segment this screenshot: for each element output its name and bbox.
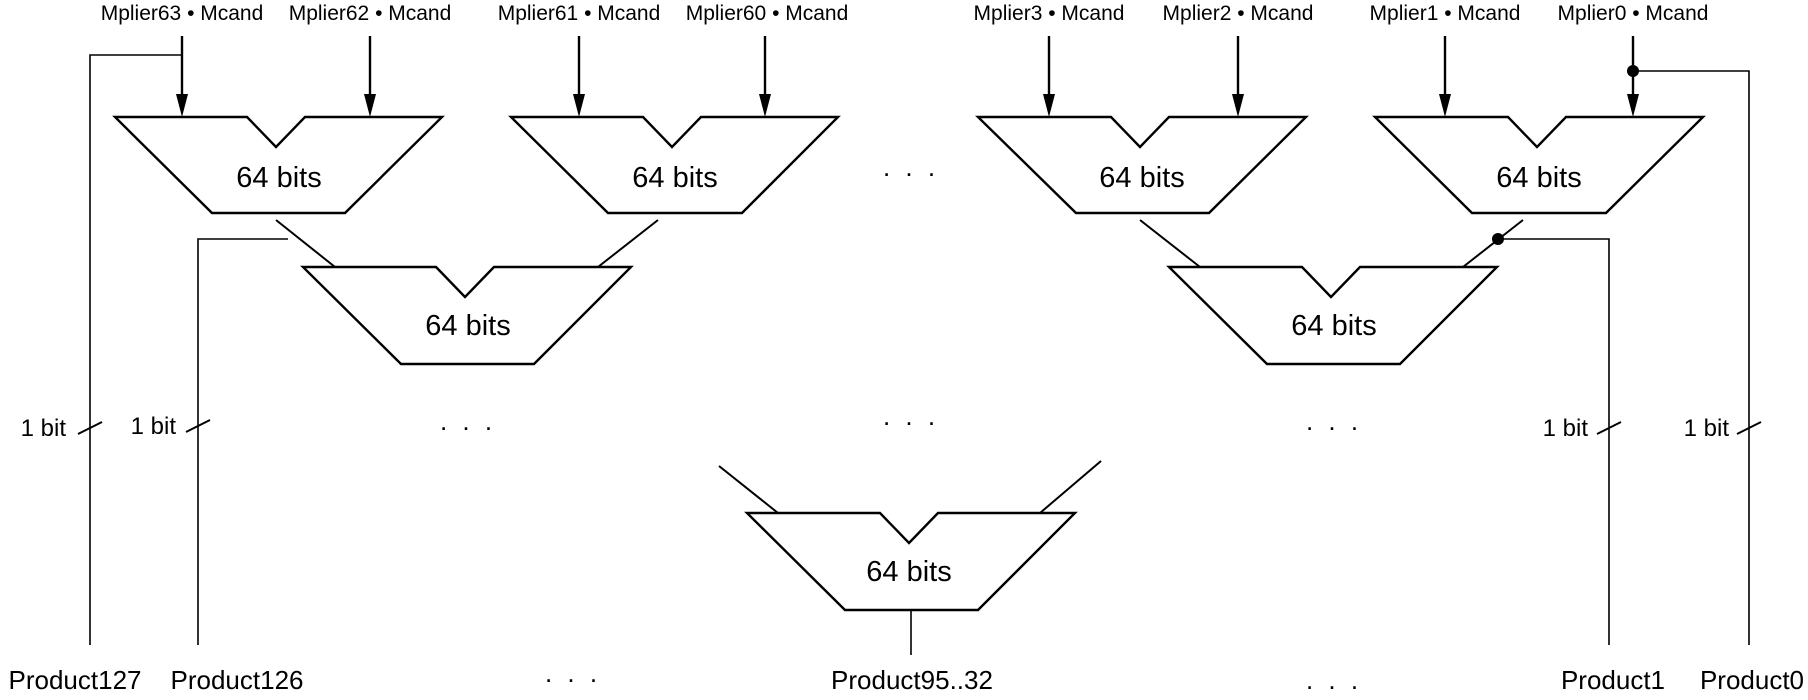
bit-width-label: 1 bit — [131, 413, 177, 440]
ellipsis-bottom-right: . . . — [1306, 665, 1362, 695]
wire-product0 — [1627, 65, 1750, 645]
wire-product126 — [197, 238, 288, 645]
adder-level2-b: 64 bits — [1166, 265, 1500, 366]
wire-final-input-left — [718, 465, 779, 514]
output-label-product1: Product1 — [1561, 665, 1665, 695]
bit-width-label: 1 bit — [1684, 415, 1730, 442]
adder-label: 64 bits — [1099, 162, 1184, 194]
input-arrow-mplier61 — [573, 36, 585, 117]
input-label-mplier2: Mplier2 • Mcand — [1163, 2, 1314, 25]
input-label-mplier60: Mplier60 • Mcand — [686, 2, 849, 25]
wire-l1b-to-l2a — [597, 219, 659, 268]
input-arrow-mplier63 — [176, 36, 188, 117]
adder-label: 64 bits — [425, 310, 510, 342]
adder-level1-a: 64 bits — [112, 115, 445, 215]
adder-label: 64 bits — [1496, 162, 1581, 194]
adder-level2-a: 64 bits — [300, 265, 634, 366]
wire-product1 — [1492, 233, 1610, 645]
ellipsis-level1: . . . — [883, 152, 939, 182]
input-label-mplier63: Mplier63 • Mcand — [101, 2, 264, 25]
junction-dot — [1627, 65, 1639, 77]
adder-label: 64 bits — [1291, 310, 1376, 342]
adder-level1-d: 64 bits — [1372, 115, 1706, 215]
adder-label: 64 bits — [236, 162, 321, 194]
wire-product127 — [89, 54, 182, 645]
input-arrow-mplier60 — [759, 36, 771, 117]
adder-label: 64 bits — [866, 556, 951, 588]
adder-final: 64 bits — [744, 511, 1078, 612]
output-label-product127: Product127 — [9, 665, 142, 695]
bit-width-label: 1 bit — [1543, 415, 1589, 442]
output-label-product126: Product126 — [171, 665, 304, 695]
ellipsis-middle-center: . . . — [883, 401, 939, 431]
wire-final-input-right — [1039, 460, 1102, 514]
input-label-mplier0: Mplier0 • Mcand — [1558, 2, 1709, 25]
bit-width-marker-product1: 1 bit — [1543, 415, 1622, 442]
input-label-mplier62: Mplier62 • Mcand — [289, 2, 452, 25]
ellipsis-bottom-left: . . . — [545, 658, 601, 688]
input-arrow-mplier2 — [1232, 36, 1244, 117]
wire-l1c-to-l2b — [1139, 219, 1201, 268]
output-label-product-mid: Product95..32 — [831, 665, 993, 695]
adder-label: 64 bits — [632, 162, 717, 194]
adder-level1-b: 64 bits — [508, 115, 841, 215]
input-label-mplier61: Mplier61 • Mcand — [498, 2, 661, 25]
input-label-mplier1: Mplier1 • Mcand — [1370, 2, 1521, 25]
input-arrow-mplier62 — [364, 36, 376, 117]
wire-l1d-to-l2b — [1462, 219, 1524, 268]
input-arrow-mplier1 — [1439, 36, 1451, 117]
bit-width-label: 1 bit — [21, 415, 67, 442]
bit-width-marker-product127: 1 bit — [21, 415, 103, 442]
wire-l1a-to-l2a — [275, 219, 336, 268]
bit-width-marker-product0: 1 bit — [1684, 415, 1762, 442]
output-label-product0: Product0 — [1700, 665, 1804, 695]
bit-width-marker-product126: 1 bit — [131, 413, 211, 440]
junction-dot — [1492, 233, 1504, 245]
ellipsis-middle-right: . . . — [1306, 406, 1362, 436]
input-label-mplier3: Mplier3 • Mcand — [974, 2, 1125, 25]
input-arrow-mplier3 — [1043, 36, 1055, 117]
ellipsis-middle-left: . . . — [440, 406, 496, 436]
adder-level1-c: 64 bits — [975, 115, 1309, 215]
